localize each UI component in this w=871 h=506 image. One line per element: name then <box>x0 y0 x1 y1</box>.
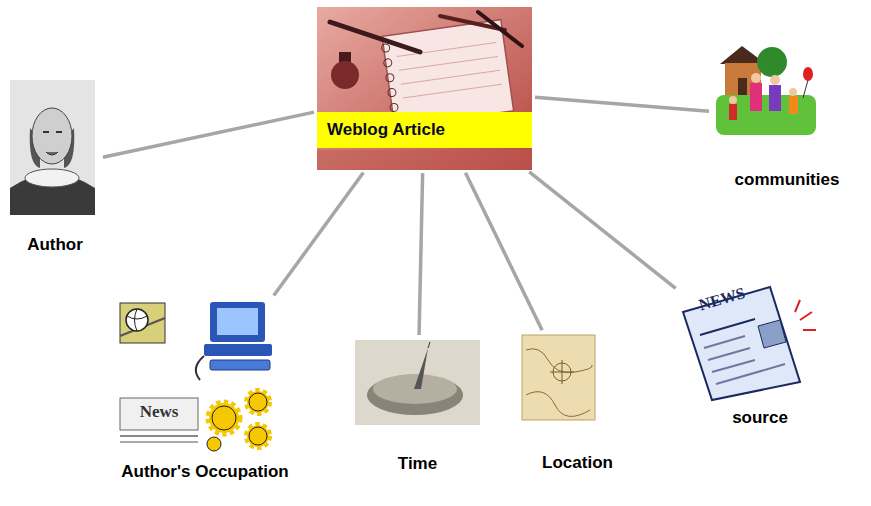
gear-teeth <box>247 391 269 413</box>
node-label: Author's Occupation <box>121 462 288 482</box>
gear <box>249 393 267 411</box>
spiral <box>381 43 390 52</box>
notebook-line <box>401 70 500 84</box>
connector-line <box>535 97 709 111</box>
newspaper-rule <box>700 319 755 335</box>
person-head <box>789 88 797 96</box>
notebook-line <box>399 56 498 70</box>
keyboard <box>210 360 270 370</box>
occupation-node: Author's Occupation <box>115 298 295 482</box>
location-node: Location <box>520 333 635 473</box>
spiral <box>383 58 392 67</box>
person-body <box>789 96 798 114</box>
map-coast <box>526 392 590 417</box>
gear <box>207 437 221 451</box>
node-label: Weblog Article <box>317 112 532 148</box>
computer-monitor <box>210 302 265 342</box>
ink-cap <box>339 52 351 62</box>
pen <box>330 22 420 52</box>
volleyball <box>126 309 148 331</box>
author-node: Author <box>10 80 100 255</box>
newspaper-line <box>120 435 198 437</box>
portrait-face <box>32 108 72 164</box>
map-image <box>522 335 595 420</box>
map-coast <box>526 349 592 373</box>
communities-clipart <box>716 46 816 135</box>
connector-line <box>419 173 423 335</box>
node-label: source <box>732 408 788 428</box>
communities-node: communities <box>712 45 862 190</box>
newspaper-line <box>716 364 785 384</box>
article-node: Weblog Article <box>317 7 532 170</box>
person-body <box>769 85 781 111</box>
portrait-beard <box>46 152 58 155</box>
newspaper-icon <box>120 398 198 430</box>
icon-text: News <box>122 402 196 422</box>
person-head <box>729 96 737 104</box>
balloon <box>803 67 813 81</box>
volleyball-card <box>120 303 165 343</box>
news-spark <box>800 312 812 320</box>
person-head <box>751 73 761 83</box>
map-sheet <box>522 335 595 420</box>
spiral <box>385 73 394 82</box>
newspaper-line <box>712 360 755 372</box>
sundial-tip <box>428 342 430 348</box>
time-node: Time <box>355 338 480 474</box>
gear <box>212 406 236 430</box>
news-spark <box>803 329 816 331</box>
newspaper-line <box>708 348 750 360</box>
connector-line <box>465 173 542 331</box>
gear <box>249 427 267 445</box>
person-head <box>770 75 780 85</box>
tree <box>757 47 787 77</box>
occupation-icons <box>120 302 272 451</box>
ball-seam <box>127 309 147 331</box>
sundial-ground <box>355 340 480 425</box>
sundial-base <box>367 375 463 415</box>
house-door <box>738 78 747 95</box>
sundial-image <box>355 340 480 425</box>
grass <box>716 95 816 135</box>
photo-ground <box>317 7 532 170</box>
computer-base <box>204 344 272 356</box>
notebook-line <box>403 84 502 98</box>
newspaper-photo <box>758 320 786 348</box>
connector-line <box>274 172 364 295</box>
portrait-ground <box>10 80 95 215</box>
author-portrait <box>10 80 95 215</box>
phone-cord <box>196 356 204 380</box>
node-label: Time <box>398 454 437 474</box>
gear-teeth <box>209 403 239 433</box>
weblog-photo <box>317 7 532 170</box>
newspaper-line <box>120 441 198 443</box>
spiral <box>389 103 398 112</box>
balloon-string <box>803 80 808 98</box>
person-body <box>729 104 737 120</box>
ink-bottle <box>331 61 359 89</box>
pen <box>478 12 522 46</box>
spiral <box>387 88 396 97</box>
person-body <box>750 83 762 111</box>
map-compass-needle <box>550 372 574 373</box>
computer-screen <box>217 308 258 335</box>
node-label: Author <box>27 235 83 255</box>
portrait-eye <box>56 131 62 133</box>
node-label: Location <box>542 453 613 473</box>
portrait-collar <box>25 169 79 187</box>
newspaper-line <box>704 336 745 348</box>
connector-line <box>103 112 314 157</box>
sundial-gnomon <box>414 348 428 389</box>
photo-shade <box>317 150 532 170</box>
connector-line <box>529 172 675 289</box>
news-spark <box>795 300 800 312</box>
gear-teeth <box>247 425 269 447</box>
portrait-eye <box>43 131 49 133</box>
node-label: communities <box>735 170 840 190</box>
